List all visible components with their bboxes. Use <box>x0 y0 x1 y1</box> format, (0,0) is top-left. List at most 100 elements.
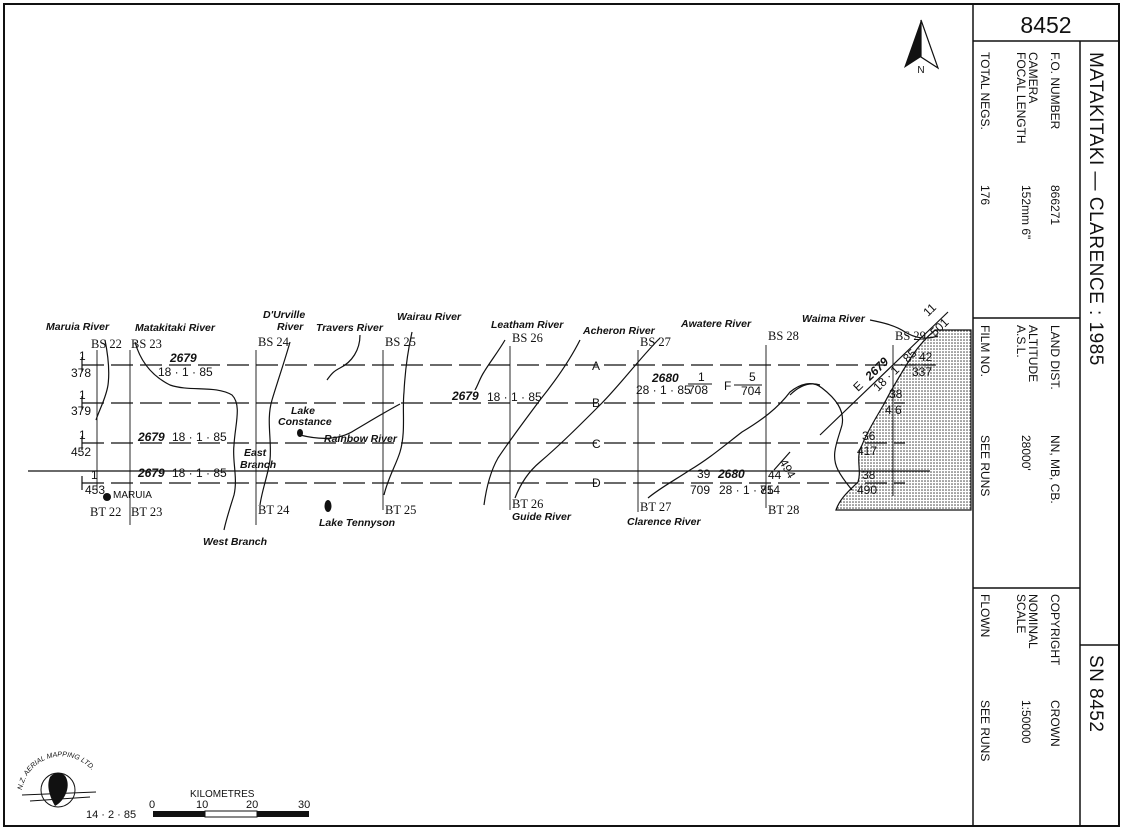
label-durville-1: D'Urville <box>263 309 305 321</box>
run-b-start-top: 1 <box>79 388 86 402</box>
grid-label-bs24: BS 24 <box>258 335 290 349</box>
lake-tennyson <box>324 500 332 512</box>
fo-number-label: F.O. NUMBER <box>1048 52 1062 130</box>
logo-date: 14 · 2 · 85 <box>86 809 136 821</box>
grid-label-bt24: BT 24 <box>258 503 290 517</box>
scale-label-1: NOMINAL <box>1026 594 1040 649</box>
run-a-end-bot: 337 <box>912 365 932 379</box>
run-f-film: 2680 <box>651 371 679 385</box>
run-c-end-bot: 417 <box>857 444 877 458</box>
run-b-letter: B <box>592 396 600 410</box>
label-east-branch-2: Branch <box>240 459 276 471</box>
run-c-start-top: 1 <box>79 428 86 442</box>
run-a-date: 18 · 1 · 85 <box>158 365 213 379</box>
north-arrow-icon <box>904 19 940 70</box>
run-d-end-bot: 490 <box>857 483 877 497</box>
run-c-letter: C <box>592 437 601 451</box>
label-maruia-town: MARUIA <box>113 490 152 501</box>
grid-label-bs29: BS 29 <box>895 329 926 343</box>
label-leatham-river: Leatham River <box>491 319 564 331</box>
land-dist-value: NN, MB, CB. <box>1048 435 1062 504</box>
scale-tick-10: 10 <box>196 799 208 811</box>
label-acheron-river: Acheron River <box>582 325 656 337</box>
grid-label-bt26: BT 26 <box>512 497 543 511</box>
flight-run-lines <box>28 311 949 484</box>
label-guide-river: Guide River <box>512 511 572 523</box>
run-b-end-top: 38 <box>889 387 903 401</box>
scale-bar <box>153 810 309 818</box>
total-negs-value: 176 <box>978 185 992 205</box>
series-number: SN 8452 <box>1085 655 1106 732</box>
run-a-start-top: 1 <box>79 349 86 363</box>
copyright-value: CROWN <box>1048 700 1062 747</box>
grid-label-bs25: BS 25 <box>385 335 416 349</box>
film-no-label: FILM NO. <box>978 325 992 377</box>
map-title: MATAKITAKI — CLARENCE : 1985 <box>1085 52 1106 366</box>
run-g-start-bot: 709 <box>690 483 710 497</box>
maruia-town-marker <box>103 493 111 501</box>
label-lake-constance-2: Constance <box>278 416 332 428</box>
run-a-letter: A <box>592 359 600 373</box>
scale-label-2: SCALE <box>1014 594 1028 633</box>
lake-constance <box>297 429 303 437</box>
label-travers-river: Travers River <box>316 322 384 334</box>
fo-number-value: 866271 <box>1048 185 1062 225</box>
grid-label-bt22: BT 22 <box>90 505 121 519</box>
run-g-film: 2680 <box>717 467 745 481</box>
camera-value: 152mm 6" <box>1019 185 1033 239</box>
sheet-number: 8452 <box>1020 12 1071 38</box>
camera-label-1: CAMERA <box>1026 52 1040 103</box>
altitude-value: 28000' <box>1019 435 1033 471</box>
label-waima-river: Waima River <box>802 313 866 325</box>
altitude-label-2: A.S.L. <box>1014 325 1028 358</box>
run-a-start-bot: 378 <box>71 366 91 380</box>
grid-label-bs26: BS 26 <box>512 331 543 345</box>
label-east-branch-1: East <box>244 447 267 459</box>
label-matakitaki-river: Matakitaki River <box>135 322 216 334</box>
grid-label-bs23: BS 23 <box>131 337 162 351</box>
run-c-end-top: 36 <box>862 429 876 443</box>
land-dist-label: LAND DIST. <box>1048 325 1062 390</box>
altitude-label-1: ALTITUDE <box>1026 325 1040 382</box>
run-d-date: 18 · 1 · 85 <box>172 466 227 480</box>
run-f-letter: F <box>724 379 731 393</box>
label-lake-constance-1: Lake <box>291 405 315 417</box>
grid-label-bt27: BT 27 <box>640 500 671 514</box>
run-e-letter: E <box>850 379 865 395</box>
label-maruia-river: Maruia River <box>46 321 110 333</box>
run-c-start-bot: 452 <box>71 445 91 459</box>
scale-tick-20: 20 <box>246 799 258 811</box>
run-annotations: 1 378 1 379 1 452 1 453 2679 18 · 1 · 85… <box>71 300 952 497</box>
run-a-end-top: 42 <box>919 350 933 364</box>
run-e-end-top: 11 <box>920 300 939 319</box>
run-b-start-bot: 379 <box>71 404 91 418</box>
run-c-film: 2679 <box>137 430 165 444</box>
river-network <box>95 319 939 531</box>
label-durville-2: River <box>277 321 304 333</box>
north-label: N <box>917 65 924 76</box>
copyright-label: COPYRIGHT <box>1048 594 1062 666</box>
grid-label-bs22: BS 22 <box>91 337 122 351</box>
run-g-end-bot: 714 <box>760 483 780 497</box>
label-west-branch: West Branch <box>203 536 267 548</box>
run-d-letter: D <box>592 476 601 490</box>
grid-lines <box>96 345 894 525</box>
total-negs-label: TOTAL NEGS. <box>978 52 992 130</box>
scale-tick-30: 30 <box>298 799 310 811</box>
label-clarence-river: Clarence River <box>627 516 701 528</box>
map-border <box>3 3 1120 827</box>
run-d-end-top: 38 <box>862 468 876 482</box>
camera-label-2: FOCAL LENGTH <box>1014 52 1028 144</box>
run-b-end-bot: 4 6 <box>885 403 902 417</box>
film-no-value: SEE RUNS <box>978 435 992 496</box>
grid-label-bt23: BT 23 <box>131 505 162 519</box>
label-wairau-river: Wairau River <box>397 311 462 323</box>
run-f-end-bot: 704 <box>741 384 761 398</box>
grid-label-bt25: BT 25 <box>385 503 416 517</box>
flown-label: FLOWN <box>978 594 992 637</box>
run-g-extra: 44 <box>768 468 782 482</box>
run-a-film: 2679 <box>169 351 197 365</box>
run-g-start-top: 39 <box>697 467 711 481</box>
grid-label-bt28: BT 28 <box>768 503 799 517</box>
